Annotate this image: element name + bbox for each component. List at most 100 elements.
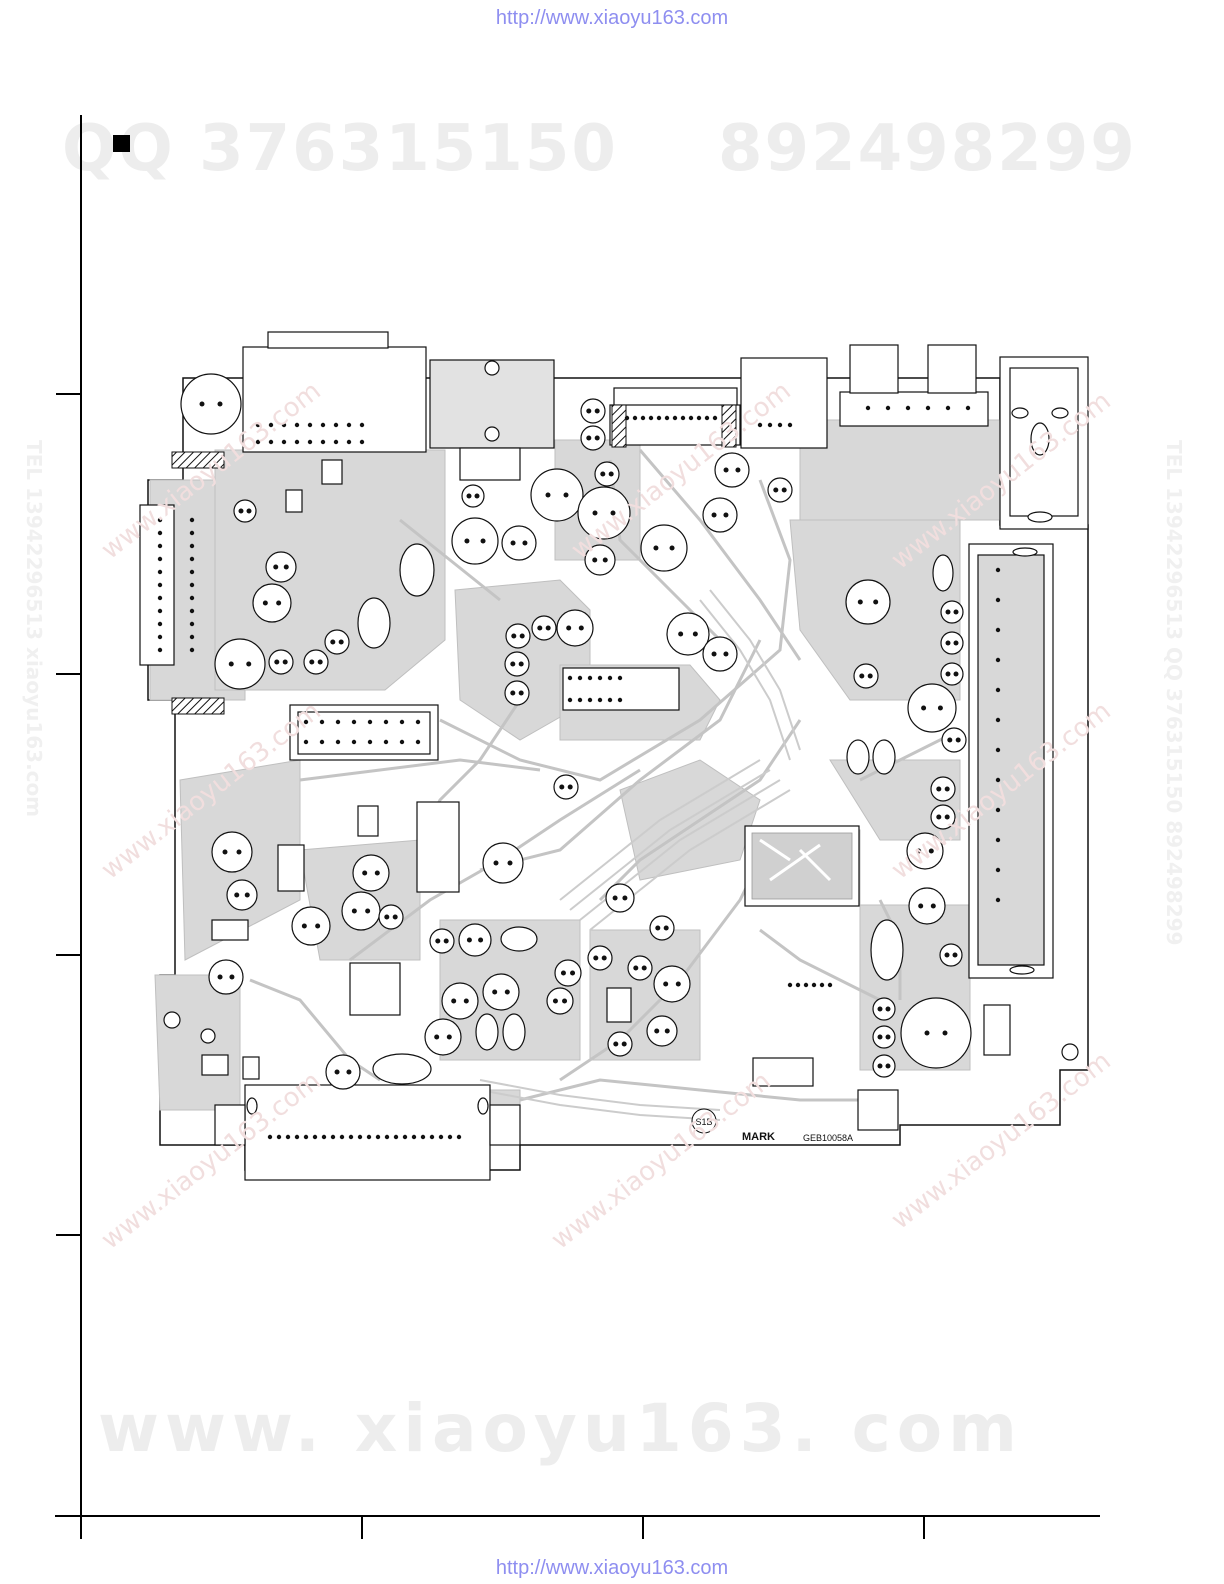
- pin-pad: [383, 719, 389, 725]
- capacitor: [649, 915, 675, 941]
- footer-url-link[interactable]: http://www.xiaoyu163.com: [495, 1557, 729, 1579]
- crystal-oval: [1027, 511, 1053, 523]
- pin-pad: [333, 422, 339, 428]
- pin-pad: [189, 647, 195, 653]
- capacitor: [554, 959, 582, 987]
- pin-pad: [767, 422, 773, 428]
- capacitor: [265, 551, 297, 583]
- pin-pad: [157, 582, 163, 588]
- pin-pad: [339, 1134, 345, 1140]
- pin-pad: [319, 719, 325, 725]
- ref-label-s1b: S1B: [695, 1117, 712, 1127]
- pin-pad: [795, 982, 801, 988]
- connector-bottom: [244, 1084, 491, 1181]
- capacitor-pad: [234, 892, 240, 898]
- capacitor-pad: [276, 600, 282, 606]
- capacitor-pad: [641, 965, 647, 971]
- capacitor-pad: [334, 1069, 340, 1075]
- pin-pad: [995, 867, 1001, 873]
- pin-pad: [680, 415, 686, 421]
- capacitor: [607, 1031, 633, 1057]
- pin-pad: [415, 739, 421, 745]
- capacitor: [767, 477, 793, 503]
- capacitor-pad: [885, 1006, 891, 1012]
- capacitor-pad: [374, 870, 380, 876]
- component-box: [357, 805, 379, 837]
- pin-pad: [346, 439, 352, 445]
- capacitor: [580, 425, 606, 451]
- pin-pad: [285, 1134, 291, 1140]
- pin-pad: [624, 415, 630, 421]
- pin-pad: [456, 1134, 462, 1140]
- pin-pad: [688, 415, 694, 421]
- pin-pad: [811, 982, 817, 988]
- capacitor-pad: [451, 998, 457, 1004]
- connector-top-left-cap: [267, 331, 389, 349]
- capacitor-pad: [593, 955, 599, 961]
- pin-pad: [367, 719, 373, 725]
- capacitor-pad: [653, 545, 659, 551]
- pin-pad: [607, 675, 613, 681]
- component-box: [459, 447, 521, 481]
- capacitor-pad: [283, 564, 289, 570]
- capacitor: [908, 887, 946, 925]
- pin-pad: [367, 739, 373, 745]
- capacitor-pad: [246, 661, 252, 667]
- capacitor-pad: [236, 849, 242, 855]
- pin-pad: [597, 697, 603, 703]
- capacitor: [584, 544, 616, 576]
- capacitor: [906, 832, 944, 870]
- pin-pad: [399, 739, 405, 745]
- capacitor-pad: [463, 998, 469, 1004]
- pcb-fine-traces: [479, 589, 801, 1121]
- pads: [199, 401, 961, 1075]
- capacitor-pad: [692, 631, 698, 637]
- capacitor-pad: [723, 467, 729, 473]
- crystal-oval: [846, 739, 870, 775]
- pin-pad: [945, 405, 951, 411]
- capacitor: [505, 623, 531, 649]
- capacitor-pad: [621, 1041, 627, 1047]
- pin-pad: [420, 1134, 426, 1140]
- capacitor: [530, 468, 584, 522]
- pin-pad: [189, 556, 195, 562]
- capacitor-pad: [930, 903, 936, 909]
- capacitor: [940, 631, 964, 655]
- capacitor-pad: [663, 981, 669, 987]
- capacitor: [341, 891, 381, 931]
- capacitor-pad: [362, 870, 368, 876]
- capacitor-pad: [955, 737, 961, 743]
- pin-pad: [567, 697, 573, 703]
- crystal-oval: [1030, 422, 1050, 456]
- pin-pad: [255, 439, 261, 445]
- pin-pad: [995, 657, 1001, 663]
- header-url-link[interactable]: http://www.xiaoyu163.com: [495, 7, 729, 29]
- capacitor: [845, 579, 891, 625]
- capacitor-pad: [942, 1030, 948, 1036]
- crystal-oval: [932, 554, 954, 592]
- pin-pad: [281, 422, 287, 428]
- capacitor: [441, 982, 479, 1020]
- mounting-hole: [163, 1011, 181, 1029]
- capacitor-pad: [222, 849, 228, 855]
- pin-pad: [757, 422, 763, 428]
- pin-pad: [640, 415, 646, 421]
- pin-pad: [995, 567, 1001, 573]
- pin-pad: [333, 439, 339, 445]
- capacitor-pad: [317, 659, 323, 665]
- mounting-hole: [484, 426, 500, 442]
- capacitor: [900, 997, 972, 1069]
- crystal-oval: [399, 543, 435, 597]
- capacitor-pad: [592, 510, 598, 516]
- crystal-oval: [872, 739, 896, 775]
- rca-jack-a: [849, 344, 899, 394]
- capacitor: [940, 662, 964, 686]
- capacitor-pad: [944, 786, 950, 792]
- capacitor-pad: [229, 974, 235, 980]
- capacitor-pad: [937, 705, 943, 711]
- capacitor: [553, 774, 579, 800]
- capacitor-pad: [928, 848, 934, 854]
- watermark-side-left: TEL 13942296513 xiaoyu163.com: [22, 440, 46, 818]
- capacitor: [482, 973, 520, 1011]
- pin-pad: [189, 543, 195, 549]
